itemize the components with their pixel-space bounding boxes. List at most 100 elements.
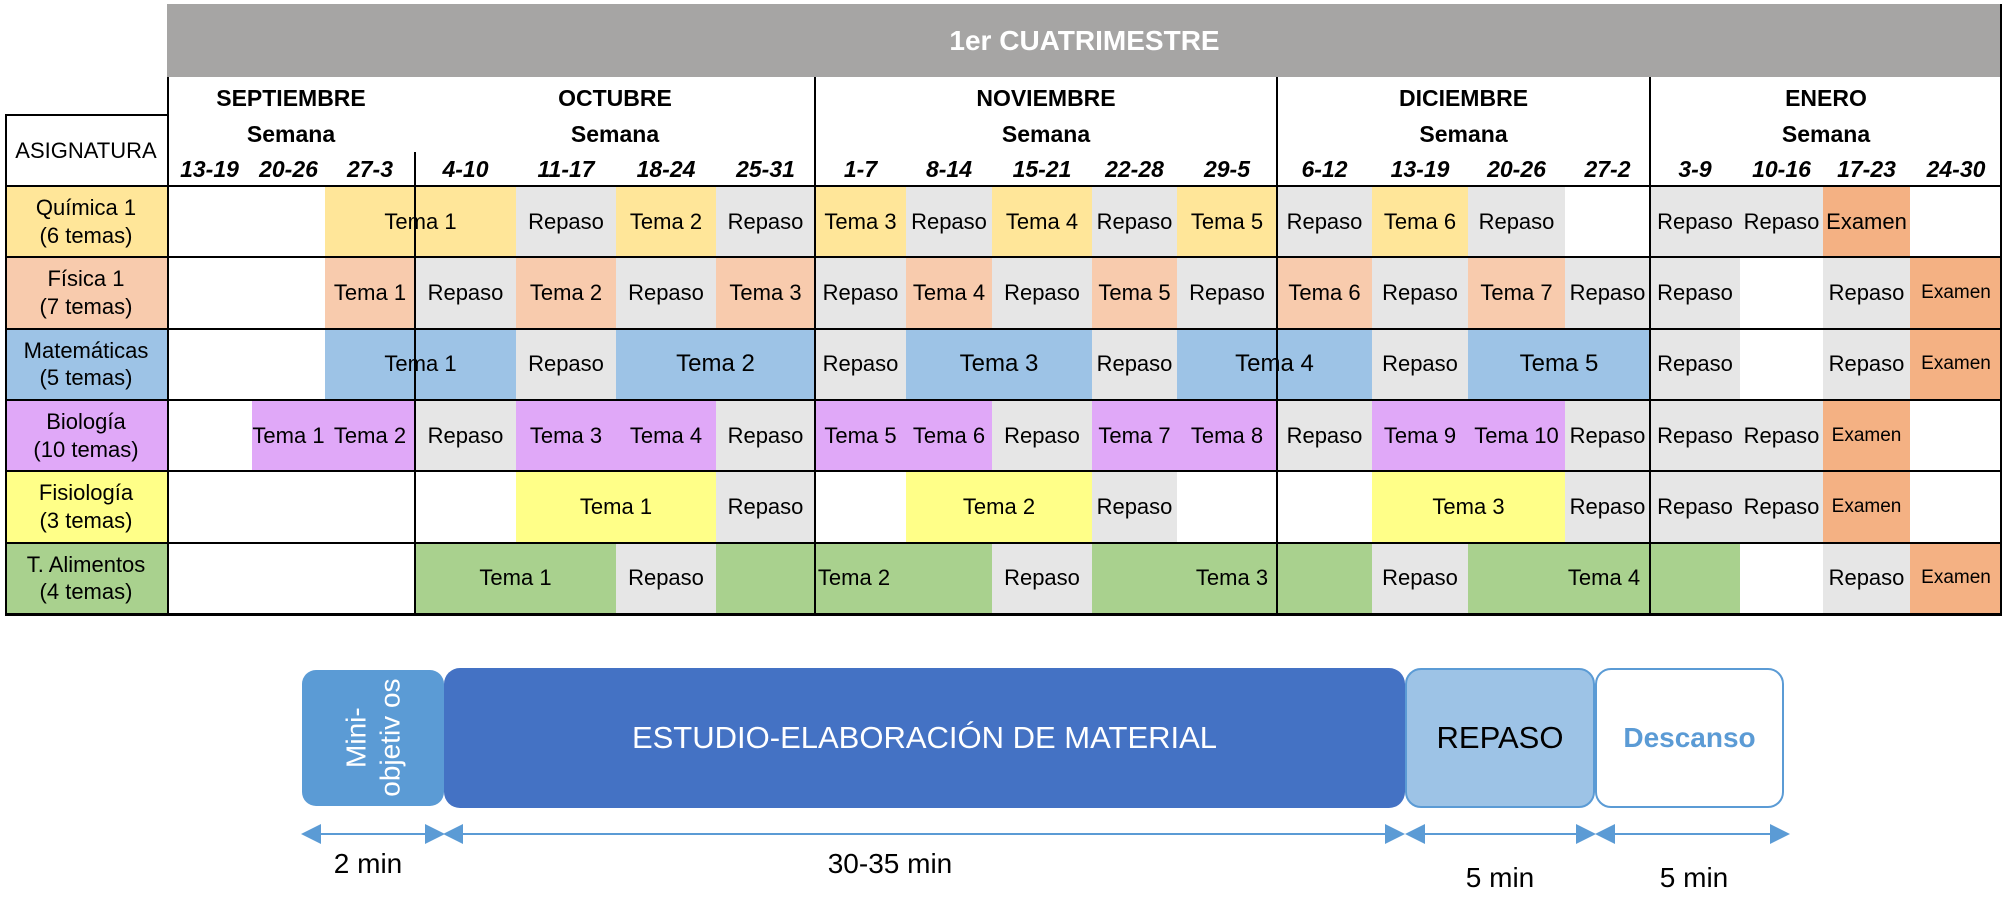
repaso-cell: Repaso bbox=[1277, 399, 1372, 472]
subject-name: Biología bbox=[46, 409, 126, 435]
repaso-cell: Repaso bbox=[815, 257, 906, 329]
repaso-cell: Repaso bbox=[992, 257, 1092, 329]
estudio-label: ESTUDIO-ELABORACIÓN DE MATERIAL bbox=[631, 720, 1218, 755]
week-label: 24-30 bbox=[1926, 155, 1986, 182]
repaso-cell: Repaso bbox=[415, 257, 516, 329]
tema-cell: Tema 1 bbox=[516, 471, 716, 543]
tema-cell: Tema 8 bbox=[1177, 399, 1277, 472]
repaso-block: REPASO bbox=[1405, 668, 1595, 808]
week-label: 22-28 bbox=[1105, 155, 1164, 182]
semana-label: Semana bbox=[1781, 120, 1871, 147]
month-divider bbox=[414, 152, 416, 614]
repaso-cell: Repaso bbox=[1740, 471, 1823, 543]
subject-label: Biología(10 temas) bbox=[5, 399, 167, 472]
semana-label: Semana bbox=[246, 120, 336, 147]
subject-label: Fisiología(3 temas) bbox=[5, 471, 167, 543]
examen-cell: Examen bbox=[1823, 471, 1910, 543]
subject-name: Física 1 bbox=[47, 266, 125, 292]
duration-estudio: 30-35 min bbox=[827, 848, 953, 879]
repaso-cell: Repaso bbox=[1177, 257, 1277, 329]
week-label: 27-2 bbox=[1584, 155, 1631, 182]
subject-count: (7 temas) bbox=[39, 293, 133, 319]
tema-cell: Tema 4 bbox=[992, 186, 1092, 258]
row-divider bbox=[5, 327, 2002, 330]
tema-cell: Tema 5 bbox=[1092, 257, 1177, 329]
descanso-label: Descanso bbox=[1623, 722, 1756, 753]
repaso-cell: Repaso bbox=[516, 186, 616, 258]
subject-column-divider bbox=[167, 77, 169, 614]
duration-mini: 2 min bbox=[333, 848, 403, 879]
subject-name: Matemáticas bbox=[23, 337, 149, 363]
table-border-right bbox=[2000, 4, 2002, 614]
repaso-cell: Repaso bbox=[1092, 471, 1177, 543]
month-divider bbox=[814, 77, 816, 614]
repaso-cell: Repaso bbox=[1650, 328, 1740, 400]
semana-label: Semana bbox=[570, 120, 660, 147]
tema-cell: Tema 6 bbox=[1277, 257, 1372, 329]
cuatrimestre-title: 1er CUATRIMESTRE bbox=[167, 4, 2002, 77]
week-label: 18-24 bbox=[636, 155, 696, 182]
repaso-cell: Repaso bbox=[616, 257, 716, 329]
examen-cell: Examen bbox=[1910, 257, 2002, 329]
week-label: 10-16 bbox=[1752, 155, 1811, 182]
week-label: 20-26 bbox=[259, 155, 318, 182]
tema-cell: Tema 9 bbox=[1372, 399, 1468, 472]
repaso-cell: Repaso bbox=[1092, 328, 1177, 400]
examen-cell: Examen bbox=[1823, 186, 1910, 258]
tema-cell: Tema 2 bbox=[616, 328, 815, 400]
subject-name: T. Alimentos bbox=[26, 551, 146, 577]
tema-cell: Tema 3 bbox=[1372, 471, 1565, 543]
tema-cell: Tema 2 bbox=[906, 471, 1092, 543]
week-label: 27-3 bbox=[346, 155, 394, 182]
header-border-bottom bbox=[5, 185, 2002, 187]
week-label: 25-31 bbox=[736, 155, 795, 182]
week-label: 8-14 bbox=[925, 155, 973, 182]
repaso-cell: Repaso bbox=[1372, 542, 1468, 614]
duration-descanso: 5 min bbox=[1659, 862, 1729, 893]
examen-cell: Examen bbox=[1910, 328, 2002, 400]
tema-cell: Tema 6 bbox=[906, 399, 992, 472]
tema-cell: Tema 4 bbox=[616, 399, 716, 472]
mini-objetivos-block: Mini-objetiv os bbox=[302, 670, 444, 806]
subject-name: Química 1 bbox=[35, 195, 137, 221]
tema-cell: Tema 3 bbox=[516, 399, 616, 472]
subject-name: Fisiología bbox=[38, 480, 134, 506]
tema-cell: Tema 7 bbox=[1468, 257, 1565, 329]
repaso-cell: Repaso bbox=[616, 542, 716, 614]
tema-cell: Tema 1 bbox=[252, 399, 325, 472]
repaso-cell: Repaso bbox=[1740, 399, 1823, 472]
row-divider bbox=[5, 541, 2002, 544]
tema-cell: Tema 4 bbox=[906, 257, 992, 329]
mini-objetivos-label: Mini-objetiv os bbox=[340, 678, 405, 798]
repaso-cell: Repaso bbox=[1650, 186, 1740, 258]
repaso-label: REPASO bbox=[1436, 720, 1564, 755]
week-label: 29-5 bbox=[1203, 155, 1251, 182]
tema-cell: Tema 6 bbox=[1372, 186, 1468, 258]
repaso-cell: Repaso bbox=[1277, 186, 1372, 258]
tema-cell: Tema 1 bbox=[325, 328, 516, 400]
week-label: 17-23 bbox=[1837, 155, 1896, 182]
month-divider bbox=[1276, 77, 1278, 614]
repaso-cell: Repaso bbox=[815, 328, 906, 400]
repaso-cell: Repaso bbox=[1565, 471, 1650, 543]
row-divider bbox=[5, 470, 2002, 473]
week-label: 3-9 bbox=[1678, 155, 1712, 182]
week-label: 4-10 bbox=[442, 155, 489, 182]
repaso-cell: Repaso bbox=[992, 542, 1092, 614]
subject-count: (4 temas) bbox=[39, 579, 133, 605]
repaso-cell: Repaso bbox=[1565, 399, 1650, 472]
subject-label: Física 1(7 temas) bbox=[5, 257, 167, 329]
subject-label: T. Alimentos(4 temas) bbox=[5, 542, 167, 614]
tema-cell: Tema 3 bbox=[906, 328, 1092, 400]
repaso-cell: Repaso bbox=[1823, 328, 1910, 400]
repaso-cell: Repaso bbox=[1468, 186, 1565, 258]
week-label: 13-19 bbox=[180, 155, 239, 182]
tema-cell: Tema 10 bbox=[1468, 399, 1565, 472]
repaso-cell: Repaso bbox=[1823, 257, 1910, 329]
tema-cell: Tema 4 bbox=[1468, 542, 1740, 614]
duration-repaso: 5 min bbox=[1465, 862, 1535, 893]
tema-cell: Tema 5 bbox=[1177, 186, 1277, 258]
repaso-cell: Repaso bbox=[1372, 328, 1468, 400]
tema-cell: Tema 3 bbox=[1092, 542, 1372, 614]
subject-count: (5 temas) bbox=[39, 365, 133, 391]
